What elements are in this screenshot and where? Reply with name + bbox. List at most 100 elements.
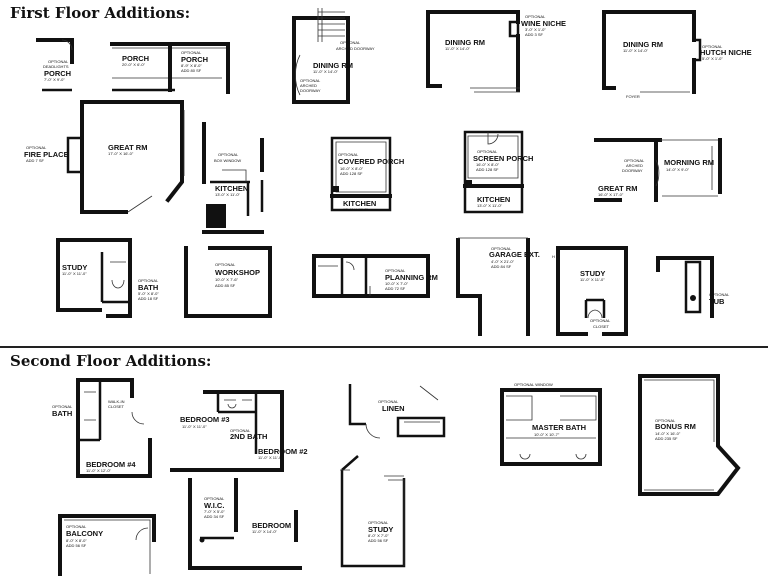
plan-bedrooms-2nd-bath: BEDROOM #3 11'-0" X 11'-0" OPTIONAL 2ND … <box>170 390 308 472</box>
label-dining-c-dim: 11'-0" X 14'-0" <box>623 48 649 53</box>
label-bedroom4-dim: 11'-0" X 12'-0" <box>86 468 112 473</box>
label-bath-a-add: ADD 18 SF <box>138 296 159 301</box>
label-balcony: BALCONY <box>66 529 103 538</box>
label-covered-add: ADD 128 SF <box>340 171 363 176</box>
label-opt-window: OPTIONAL WINDOW <box>514 382 553 387</box>
label-study-a: STUDY <box>62 263 87 272</box>
label-box-window: BOX WINDOW <box>214 158 241 163</box>
label-fire-place: FIRE PLACE <box>24 150 69 159</box>
label-kitchen-a-dim: 13'-0" X 11'-0" <box>215 192 241 197</box>
label-hutch-niche: HUTCH NICHE <box>700 48 752 57</box>
plan-garage-ext: OPTIONAL GARAGE EXT. 4'-0" X 21'-0" ADD … <box>456 237 540 336</box>
label-screen-dim: 16'-0" X 8'-0" <box>476 162 500 167</box>
label-workshop-dim: 10'-0" X 7'-6" <box>215 277 239 282</box>
label-bedroom2: BEDROOM #2 <box>258 447 308 456</box>
plan-bonus-room: OPTIONAL BONUS RM 14'-0" X 16'-0" ADD 23… <box>638 374 741 496</box>
label-opt-closet: OPTIONAL <box>590 318 611 323</box>
plan-covered-porch: OPTIONAL COVERED PORCH 16'-0" X 8'-0" AD… <box>330 136 404 212</box>
label-planning-add: ADD 72 SF <box>385 286 406 291</box>
label-dining-b: DINING RM <box>445 38 485 47</box>
label-opt-tub: OPTIONAL <box>709 292 730 297</box>
label-kitchen-c-dim: 13'-0" X 11'-0" <box>477 203 503 208</box>
label-opt-fireplace: OPTIONAL <box>26 145 47 150</box>
plan-optional-linen: OPTIONAL LINEN <box>348 384 446 439</box>
label-bedroom2-dim: 11'-0" X 11'-0" <box>258 455 283 460</box>
label-kitchen-a: KITCHEN <box>215 184 248 193</box>
label-study2-dim: 8'-0" X 7'-0" <box>368 533 389 538</box>
label-opt-arched-3: OPTIONAL <box>624 158 645 163</box>
plan-dining-hutch-niche: DINING RM 11'-0" X 14'-0" OPTIONAL HUTCH… <box>602 10 752 99</box>
plan-porch-deadlights: OPTIONAL DEADLIGHTS PORCH 7'-0" X 9'-0" <box>36 38 74 92</box>
first-floor-title: First Floor Additions: <box>10 4 191 22</box>
label-porch-b-dim: 20'-0" X 6'-0" <box>122 62 146 67</box>
label-garage-dim: 4'-0" X 21'-0" <box>491 259 515 264</box>
plan-optional-tub: OPTIONAL TUB <box>656 256 730 318</box>
label-porch-b: PORCH <box>122 54 149 63</box>
label-dining-a: DINING RM <box>313 61 353 70</box>
label-dining-b-dim: 11'-0" X 14'-0" <box>445 46 471 51</box>
label-arched-doorway: ARCHED DOORWAY <box>336 46 375 51</box>
label-wic-dim: 7'-0" X 5'-0" <box>204 509 225 514</box>
label-opt-bonus: OPTIONAL <box>655 418 676 423</box>
plan-study-closet: H STUDY 11'-0" X 11'-0" OPTIONAL CLOSET <box>552 246 628 336</box>
label-bedroom-x-dim: 11'-0" X 14'-0" <box>252 529 278 534</box>
label-opt-wine: OPTIONAL <box>525 14 546 19</box>
label-opt-linen: OPTIONAL <box>378 399 399 404</box>
label-opt-study2: OPTIONAL <box>368 520 389 525</box>
plan-morning-room: OPTIONAL ARCHED DOORWAY MORNING RM 14'-0… <box>594 138 722 202</box>
label-porch-a: PORCH <box>44 69 71 78</box>
label-wic: W.I.C. <box>204 501 224 510</box>
second-floor-title: Second Floor Additions: <box>10 352 212 370</box>
label-wine-dim: 3'-0" X 1'-0" <box>525 27 546 32</box>
label-workshop-add: ADD 85 SF <box>215 283 236 288</box>
label-doorway-2: DOORWAY <box>300 88 321 93</box>
label-great-b-dim: 16'-0" X 17'-0" <box>598 192 624 197</box>
label-bedroom-x: BEDROOM <box>252 521 291 530</box>
label-fire-add: ADD 7 SF <box>26 158 45 163</box>
plan-balcony: OPTIONAL BALCONY 8'-0" X 8'-0" ADD 56 SF <box>58 514 156 576</box>
label-arched-3: ARCHED <box>626 163 643 168</box>
label-great-b: GREAT RM <box>598 184 637 193</box>
label-opt-box: OPTIONAL <box>218 152 239 157</box>
label-opt-balcony: OPTIONAL <box>66 524 87 529</box>
label-garage-ext: GARAGE EXT. <box>489 250 540 259</box>
label-morning: MORNING RM <box>664 158 714 167</box>
label-opt-arched: OPTIONAL <box>340 40 361 45</box>
label-bonus-dim: 14'-0" X 16'-0" <box>655 431 681 436</box>
label-porch-c-add: ADD 80 SF <box>181 68 202 73</box>
plan-optional-study: OPTIONAL STUDY 8'-0" X 7'-0" ADD 56 SF <box>340 455 406 568</box>
label-kitchen-b: KITCHEN <box>343 199 376 208</box>
plan-dining-wine-niche: DINING RM 11'-0" X 14'-0" OPTIONAL WINE … <box>426 10 566 93</box>
label-porch-c: PORCH <box>181 55 208 64</box>
label-screen-add: ADD 128 SF <box>476 167 499 172</box>
label-bedroom3-dim: 11'-0" X 11'-0" <box>182 424 207 429</box>
label-wic-add: ADD 34 SF <box>204 514 225 519</box>
label-deadlights: DEADLIGHTS <box>43 64 69 69</box>
plan-planning-room: OPTIONAL PLANNING RM 10'-0" X 7'-0" ADD … <box>312 254 438 298</box>
label-porch-c-dim: 8'-9" X 8'-0" <box>181 63 202 68</box>
label-garage-add: ADD 84 SF <box>491 264 512 269</box>
label-covered-porch: COVERED PORCH <box>338 157 404 166</box>
plan-workshop: OPTIONAL WORKSHOP 10'-0" X 7'-6" ADD 85 … <box>184 246 272 318</box>
label-doorway-3: DOORWAY <box>622 168 643 173</box>
label-great-a: GREAT RM <box>108 143 147 152</box>
label-study-b-dim: 11'-0" X 11'-0" <box>580 277 605 282</box>
label-covered-dim: 16'-0" X 8'-0" <box>340 166 364 171</box>
label-dining-a-dim: 11'-0" X 14'-0" <box>313 69 339 74</box>
label-study-b: STUDY <box>580 269 605 278</box>
label-kitchen-c: KITCHEN <box>477 195 510 204</box>
label-balcony-dim: 8'-0" X 8'-0" <box>66 538 87 543</box>
label-master-bath: MASTER BATH <box>532 423 586 432</box>
label-linen: LINEN <box>382 404 405 413</box>
label-optional: OPTIONAL <box>48 59 69 64</box>
label-study2-add: ADD 56 SF <box>368 538 389 543</box>
label-bath-3: 2ND BATH <box>230 432 267 441</box>
label-bath-2: BATH <box>52 409 72 418</box>
section-divider <box>0 346 768 348</box>
label-bath-a-dim: 5'-0" X 8'-0" <box>138 291 159 296</box>
label-screen-porch: SCREEN PORCH <box>473 154 533 163</box>
label-morning-dim: 14'-0" X 9'-0" <box>666 167 690 172</box>
label-opt-garage: OPTIONAL <box>491 246 512 251</box>
label-wine-niche: WINE NICHE <box>521 19 566 28</box>
label-opt-bath-2: OPTIONAL <box>52 404 73 409</box>
